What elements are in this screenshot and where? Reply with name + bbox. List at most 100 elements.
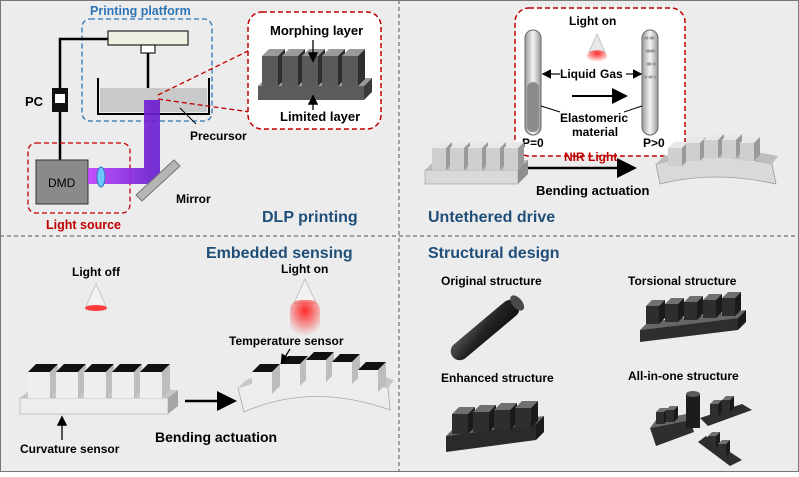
light-on-glow — [290, 300, 320, 336]
torsional-structure — [640, 292, 746, 342]
block-face — [494, 403, 517, 410]
block-face — [322, 49, 345, 56]
dmd-box — [35, 159, 89, 205]
light-source-label: Light source — [46, 218, 121, 232]
zoom-line — [157, 49, 251, 96]
block-face — [686, 143, 700, 161]
block-face — [473, 412, 489, 432]
block-face — [468, 148, 482, 170]
block-face — [666, 410, 674, 422]
block-face — [665, 298, 684, 304]
block-face — [452, 414, 468, 434]
block-face — [332, 362, 352, 384]
block-face — [282, 49, 305, 56]
block-face — [432, 142, 452, 148]
block-face — [740, 143, 754, 161]
block-face — [358, 49, 365, 86]
sensor-actuator-flat — [19, 364, 178, 415]
panel-dlp-printing: Printing platform PC DMD Light source Mi… — [25, 4, 382, 232]
light-off-cone-icon — [85, 283, 107, 307]
block-face — [112, 364, 142, 372]
block-face — [722, 298, 735, 316]
gas-bubble — [649, 75, 653, 79]
block-face — [450, 148, 464, 170]
embedded-sensing-title: Embedded sensing — [206, 245, 353, 262]
light-on-label: Light on — [281, 262, 328, 276]
block-face — [262, 56, 278, 86]
p0-label: P=0 — [522, 136, 544, 150]
block-face — [322, 56, 338, 86]
morphing-layer-label: Morphing layer — [270, 23, 363, 38]
all-in-one-structure-label: All-in-one structure — [628, 369, 739, 383]
block-face — [730, 396, 734, 412]
pc-screen — [55, 94, 65, 103]
block-face — [686, 137, 706, 143]
gas-bubble — [647, 49, 651, 53]
block-face — [722, 140, 736, 158]
gas-bubble — [651, 36, 655, 40]
block-face — [280, 364, 300, 386]
light-source-box — [27, 142, 131, 214]
printing-platform-label: Printing platform — [90, 4, 191, 18]
panel-embedded-sensing: Embedded sensing Light off Light on Curv… — [19, 245, 394, 456]
gas-bubble — [644, 75, 648, 79]
nir-light-label: NIR Light — [564, 150, 617, 164]
block-face — [84, 372, 106, 398]
gas-bubble — [652, 49, 656, 53]
block-face — [718, 444, 726, 456]
precursor-label: Precursor — [190, 129, 247, 143]
light-off-glow — [85, 305, 107, 311]
gas-bubble — [653, 62, 657, 66]
block-face — [674, 406, 678, 422]
block-face — [306, 352, 334, 360]
dlp-printing-title: DLP printing — [262, 209, 358, 226]
block-face — [262, 49, 285, 56]
pc-label: PC — [25, 94, 44, 109]
block-face — [28, 372, 50, 398]
gas-bubble — [645, 36, 649, 40]
block-face — [450, 142, 470, 148]
lens — [96, 166, 106, 188]
laser-beam — [88, 100, 160, 184]
tube-left-liquid — [527, 82, 539, 132]
block-face — [282, 56, 298, 86]
block-face — [56, 364, 86, 372]
block-face — [432, 148, 446, 170]
block-face — [358, 370, 378, 392]
original-structure-label: Original structure — [441, 274, 542, 288]
block-face — [708, 436, 716, 448]
block-face — [306, 360, 326, 382]
block-face — [515, 408, 531, 428]
bending-actuation-label: Bending actuation — [536, 183, 649, 198]
block-face — [722, 134, 742, 140]
tube-right — [641, 29, 659, 136]
elastomeric-leader — [540, 105, 561, 113]
p-gt0-label: P>0 — [643, 136, 665, 150]
block-face — [697, 296, 703, 320]
block-face — [684, 302, 697, 320]
elastomeric-label-line1: Elastomeric — [560, 111, 628, 125]
block-face — [140, 364, 170, 372]
block-face — [272, 364, 280, 394]
block-face — [716, 294, 722, 318]
panel-untethered-drive: Light on Liquid Gas Elastomeric material… — [424, 7, 778, 226]
block-face — [668, 142, 688, 148]
block-face — [518, 142, 524, 170]
red-light-glow — [587, 50, 607, 62]
block-face — [668, 148, 682, 166]
block-face — [735, 292, 741, 316]
limited-layer-label: Limited layer — [280, 109, 360, 124]
platform-plate — [107, 30, 189, 46]
block-face — [531, 401, 538, 428]
block-face — [718, 400, 722, 416]
panel-structural-design: Structural design Original structure Tor… — [428, 245, 752, 466]
block-face — [358, 362, 386, 370]
layer-structure — [258, 49, 372, 100]
block-face — [656, 412, 664, 424]
block-face — [704, 140, 718, 158]
block-face — [452, 407, 475, 414]
block-face — [665, 304, 678, 322]
block-face — [515, 401, 538, 408]
enhanced-structure-label: Enhanced structure — [441, 371, 554, 385]
